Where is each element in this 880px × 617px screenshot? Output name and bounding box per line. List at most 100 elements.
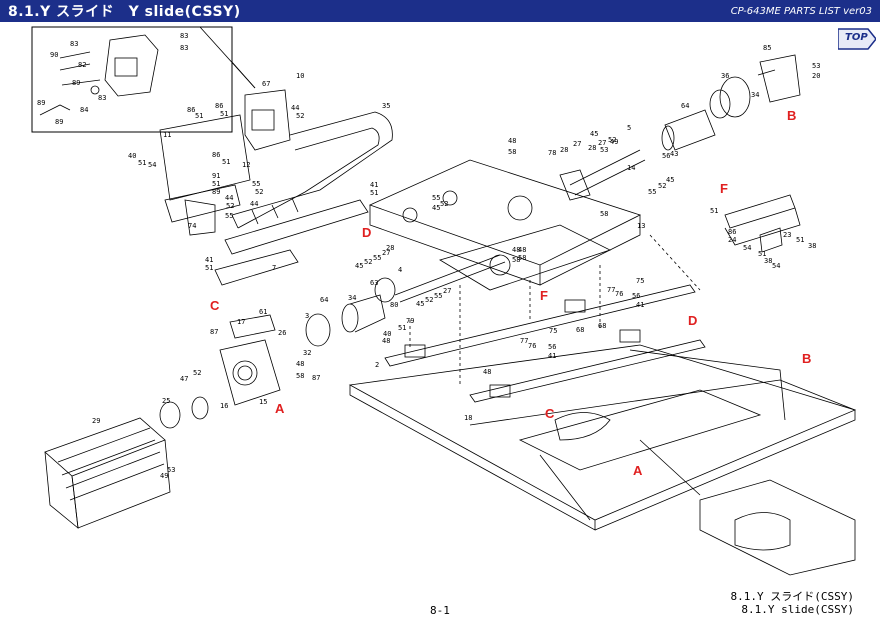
part-number-label: 83	[180, 32, 188, 40]
part-number-label: 45	[416, 300, 424, 308]
part-number-label: 44	[225, 194, 233, 202]
part-number-label: 27	[573, 140, 581, 148]
part-number-label: 76	[528, 342, 536, 350]
part-number-label: 63	[370, 279, 378, 287]
caption-en: 8.1.Y slide(CSSY)	[741, 603, 854, 616]
part-number-label: 4	[398, 266, 402, 274]
part-number-label: 10	[296, 72, 304, 80]
cable-chain	[231, 111, 393, 229]
ball-screw	[394, 149, 646, 303]
callout-b-top: B	[787, 108, 796, 123]
top-label: TOP	[845, 32, 868, 43]
part-number-label: 58	[518, 254, 526, 262]
part-number-label: 52	[193, 369, 201, 377]
part-number-label: 55	[648, 188, 656, 196]
part-number-label: 27	[382, 249, 390, 257]
callout-d-right: D	[688, 313, 697, 328]
part-number-label: 17	[237, 318, 245, 326]
part-number-label: 44	[250, 200, 258, 208]
part-number-label: 18	[464, 414, 472, 422]
part-number-label: 28	[386, 244, 394, 252]
part-number-label: 55	[373, 254, 381, 262]
part-number-label: 25	[162, 397, 170, 405]
part-number-label: 51	[138, 159, 146, 167]
part-number-label: 52	[608, 136, 616, 144]
part-number-label: 89	[37, 99, 45, 107]
part-number-label: 13	[637, 222, 645, 230]
part-labels: 8383839082898389848910678651865144523511…	[37, 32, 820, 480]
part-number-label: 26	[278, 329, 286, 337]
sensor-bracket	[724, 194, 801, 253]
part-number-label: 83	[98, 94, 106, 102]
part-number-label: 64	[681, 102, 689, 110]
part-number-label: 77	[607, 286, 615, 294]
part-number-label: 51	[758, 250, 766, 258]
part-number-label: 34	[751, 91, 759, 99]
part-number-label: 34	[348, 294, 356, 302]
part-number-label: 51	[370, 189, 378, 197]
part-number-label: 61	[259, 308, 267, 316]
part-number-label: 55	[225, 212, 233, 220]
part-number-label: 52	[226, 202, 234, 210]
part-number-label: 55	[432, 194, 440, 202]
part-number-label: 56	[548, 343, 556, 351]
part-number-label: 49	[610, 138, 618, 146]
part-number-label: 86	[215, 102, 223, 110]
part-number-label: 54	[772, 262, 780, 270]
part-number-label: 43	[670, 150, 678, 158]
page-number: 8-1	[430, 604, 450, 617]
part-number-label: 45	[355, 262, 363, 270]
part-number-label: 51	[222, 158, 230, 166]
part-number-label: 52	[255, 188, 263, 196]
part-number-label: 35	[382, 102, 390, 110]
base-frame	[348, 344, 857, 576]
part-number-label: 89	[72, 79, 80, 87]
callout-f-center: F	[540, 288, 548, 303]
part-number-label: 53	[167, 466, 175, 474]
part-number-label: 7	[272, 264, 276, 272]
part-number-label: 87	[210, 328, 218, 336]
part-number-label: 51	[398, 324, 406, 332]
part-number-label: 45	[666, 176, 674, 184]
part-number-label: 48	[508, 137, 516, 145]
callout-a-right: A	[633, 463, 643, 478]
part-number-label: 91	[212, 172, 220, 180]
part-number-label: 89	[212, 188, 220, 196]
part-number-label: 36	[721, 72, 729, 80]
footer-caption: 8.1.Y スライド(CSSY) 8.1.Y slide(CSSY)	[731, 590, 854, 616]
part-number-label: 16	[220, 402, 228, 410]
part-number-label: 56	[662, 152, 670, 160]
part-number-label: 78	[548, 149, 556, 157]
part-number-label: 3	[305, 312, 309, 320]
part-number-label: 76	[615, 290, 623, 298]
part-number-label: 45	[590, 130, 598, 138]
part-number-label: 85	[763, 44, 771, 52]
part-number-label: 79	[406, 317, 414, 325]
document-reference: CP-643ME PARTS LIST ver03	[730, 5, 872, 17]
part-number-label: 48	[483, 368, 491, 376]
part-number-label: 87	[312, 374, 320, 382]
part-number-label: 86	[212, 151, 220, 159]
top-nav-button[interactable]: TOP	[837, 27, 877, 51]
part-number-label: 38	[808, 242, 816, 250]
part-number-label: 28	[560, 146, 568, 154]
part-number-label: 28	[588, 144, 596, 152]
lower-rail	[184, 199, 369, 286]
part-number-label: 41	[370, 181, 378, 189]
part-number-label: 77	[520, 337, 528, 345]
part-number-label: 53	[600, 146, 608, 154]
part-number-label: 23	[783, 231, 791, 239]
part-number-label: 45	[432, 204, 440, 212]
callout-f-right: F	[720, 181, 728, 196]
part-number-label: 48	[296, 360, 304, 368]
part-number-label: 11	[163, 131, 171, 139]
part-number-label: 75	[549, 327, 557, 335]
part-number-label: 56	[632, 292, 640, 300]
servo-motor	[44, 417, 171, 529]
part-number-label: 84	[80, 106, 88, 114]
caption-jp: 8.1.Y スライド(CSSY)	[730, 590, 854, 603]
part-number-label: 75	[636, 277, 644, 285]
part-number-label: 41	[636, 301, 644, 309]
part-number-label: 51	[710, 207, 718, 215]
part-number-label: 32	[303, 349, 311, 357]
